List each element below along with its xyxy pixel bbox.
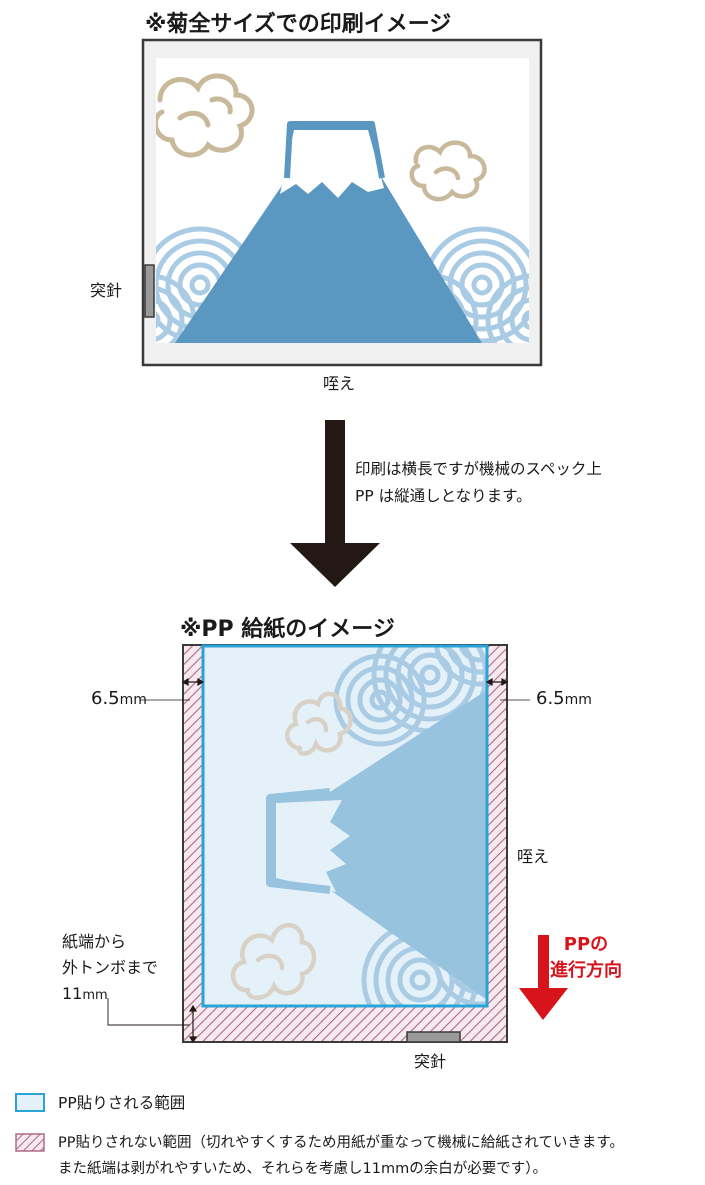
direction-line1: PPの bbox=[563, 934, 609, 955]
bottom-title: ※PP 給紙のイメージ bbox=[180, 617, 395, 642]
mountain-shape bbox=[175, 124, 482, 343]
side-guide bbox=[144, 264, 155, 318]
cloud-right bbox=[409, 140, 487, 202]
margin-left-value: 6.5 bbox=[91, 688, 120, 709]
pp-cloud-top bbox=[285, 691, 353, 756]
edge-unit: mm bbox=[82, 988, 108, 1003]
arrow-note-line2: PP は縦通しとなります。 bbox=[355, 487, 532, 505]
side-guide-bottom bbox=[406, 1031, 461, 1043]
legend-item-non-pp-line1: PP貼りされない範囲（切れやすくするため用紙が重なって機械に給紙されていきます。 bbox=[58, 1135, 624, 1151]
legend-item-non-pp-line2: また紙端は剥がれやすいため、それらを考慮し11mmの余白が必要です）。 bbox=[58, 1161, 547, 1177]
arrow-note: 印刷は横長ですが機械のスペック上 PP は縦通しとなります。 bbox=[355, 456, 602, 510]
side-guide-label-bottom: 突針 bbox=[414, 1052, 447, 1071]
edge-note-value: 11mm bbox=[62, 981, 158, 1009]
legend-item-non-pp: PP貼りされない範囲（切れやすくするため用紙が重なって機械に給紙されていきます。… bbox=[58, 1130, 703, 1182]
cloud-left bbox=[156, 73, 255, 158]
legend-swatch-non-pp bbox=[15, 1133, 45, 1152]
direction-label: PPの 進行方向 bbox=[550, 932, 622, 984]
margin-left-unit: mm bbox=[119, 692, 147, 708]
edge-note: 紙端から 外トンボまで 11mm bbox=[62, 929, 158, 1009]
top-print-illustration bbox=[141, 38, 543, 367]
margin-right-value: 6.5 bbox=[536, 688, 565, 709]
pp-mountain bbox=[270, 690, 487, 1000]
mountain-outline bbox=[284, 121, 385, 179]
side-guide-label: 突針 bbox=[90, 281, 123, 300]
pp-area-outline bbox=[201, 644, 489, 1008]
edge-note-line2: 外トンボまで bbox=[62, 958, 159, 977]
direction-line2: 進行方向 bbox=[550, 960, 622, 981]
margin-right-unit: mm bbox=[564, 692, 592, 708]
top-title: ※菊全サイズでの印刷イメージ bbox=[145, 12, 452, 37]
pp-mountain-outline bbox=[266, 788, 331, 894]
margin-left-label: 6.5mm bbox=[91, 688, 147, 709]
mountain-snow bbox=[280, 130, 384, 198]
gripper-label-bottom: 咥え bbox=[517, 847, 550, 866]
gripper-label-top: 咥え bbox=[323, 374, 356, 393]
legend-item-pp: PP貼りされる範囲 bbox=[58, 1094, 186, 1112]
dim-right bbox=[485, 677, 530, 701]
direction-arrow bbox=[519, 935, 568, 1020]
edge-value: 11 bbox=[62, 984, 83, 1003]
pp-cloud-bottom bbox=[230, 922, 317, 1000]
margin-right-label: 6.5mm bbox=[536, 688, 592, 709]
legend-swatch-pp bbox=[15, 1093, 45, 1112]
pp-mountain-snow bbox=[276, 800, 350, 892]
pp-feed-illustration bbox=[107, 644, 568, 1044]
dim-bottom bbox=[107, 998, 198, 1044]
down-arrow bbox=[290, 420, 380, 587]
edge-note-line1: 紙端から bbox=[62, 932, 127, 951]
dim-left bbox=[140, 677, 205, 701]
arrow-note-line1: 印刷は横長ですが機械のスペック上 bbox=[355, 460, 602, 478]
